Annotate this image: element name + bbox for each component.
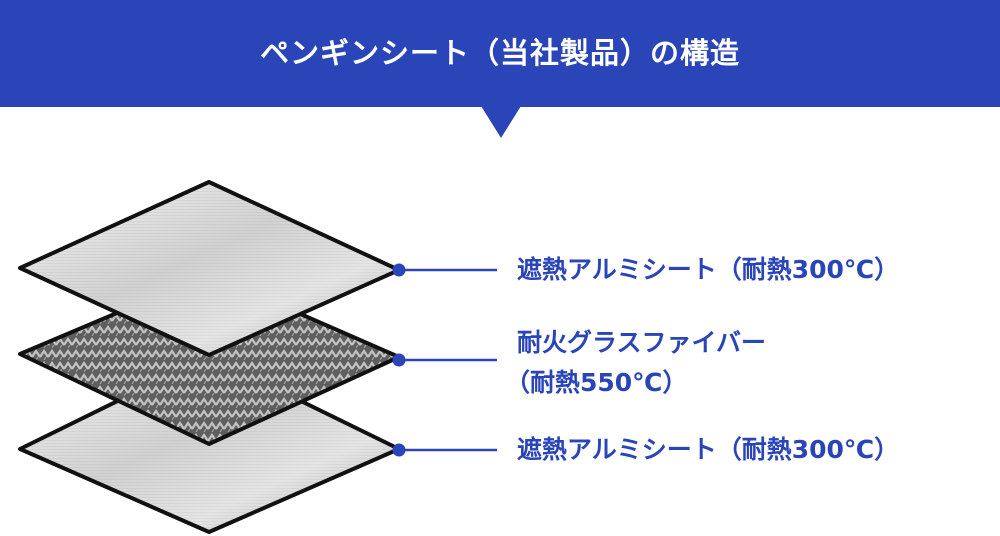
layer-label-bottom-line: 遮熱アルミシート（耐熱300℃） <box>517 435 900 464</box>
layer-label-bottom: 遮熱アルミシート（耐熱300℃） <box>517 430 899 470</box>
leader-top <box>392 263 497 277</box>
layer-label-middle-line-1: 耐火グラスファイバー <box>517 328 767 357</box>
layer-middle-glass-fiber <box>18 272 401 446</box>
leader-middle-dot <box>392 353 406 367</box>
layer-top-aluminum <box>18 180 401 357</box>
leader-bottom-dot <box>392 443 406 457</box>
layer-label-middle: 耐火グラスファイバー （耐熱550℃） <box>505 323 767 403</box>
layer-label-top-line: 遮熱アルミシート（耐熱300℃） <box>517 255 900 284</box>
layer-label-middle-line-2: （耐熱550℃） <box>505 368 688 397</box>
page-title: ペンギンシート（当社製品）の構造 <box>259 36 740 70</box>
layer-label-top: 遮熱アルミシート（耐熱300℃） <box>517 250 899 290</box>
leader-top-dot <box>392 263 406 277</box>
leader-middle <box>392 353 497 367</box>
header-banner <box>0 0 1000 107</box>
header-pointer <box>481 106 521 138</box>
leader-bottom <box>392 443 497 457</box>
